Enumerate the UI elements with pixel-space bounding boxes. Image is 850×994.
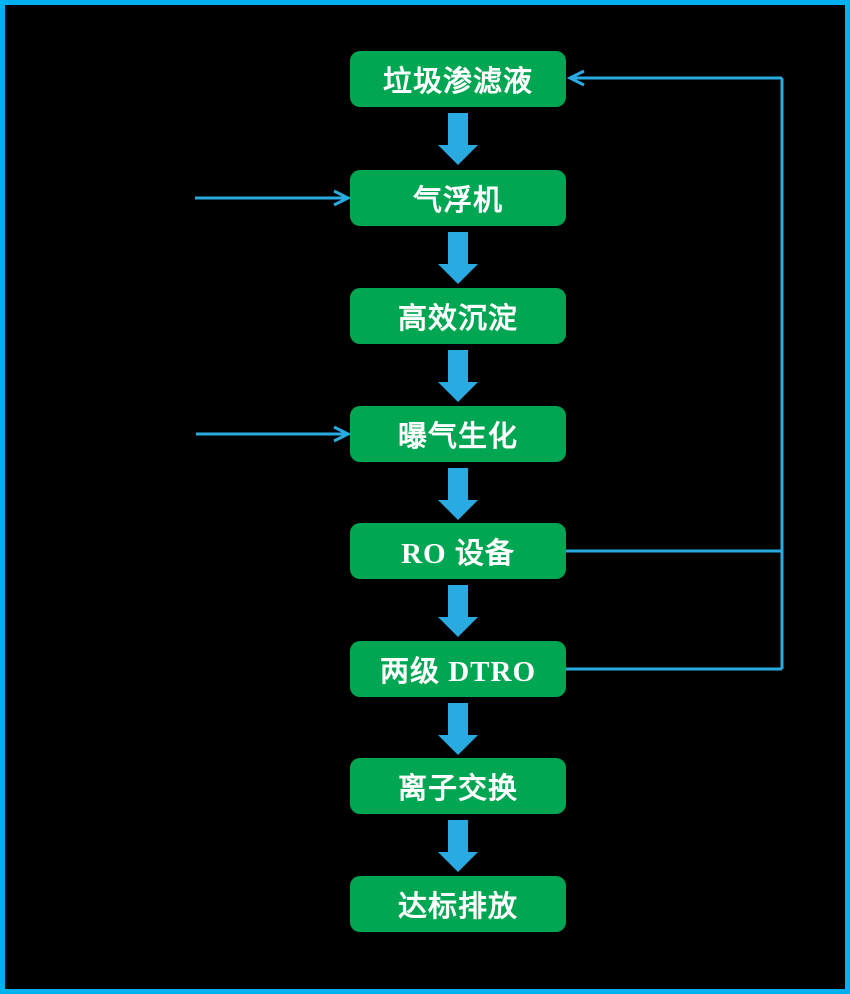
inflow-arrowhead-aeration: [333, 425, 352, 443]
down-arrow-7: [438, 820, 478, 872]
down-arrow-1: [438, 113, 478, 165]
node-ro-equipment: RO 设备: [350, 523, 566, 579]
node-leachate: 垃圾渗滤液: [350, 51, 566, 107]
down-arrow-2: [438, 232, 478, 284]
node-sedimentation: 高效沉淀: [350, 288, 566, 344]
node-sedimentation-label: 高效沉淀: [397, 303, 518, 335]
inflow-arrowhead-air-flotation: [333, 189, 352, 207]
down-arrow-3: [438, 350, 478, 402]
node-discharge-label: 达标排放: [397, 891, 518, 923]
node-ro-equipment-label: RO 设备: [401, 538, 515, 570]
node-ion-exchange: 离子交换: [350, 758, 566, 814]
node-air-flotation-label: 气浮机: [412, 185, 503, 217]
node-discharge: 达标排放: [350, 876, 566, 932]
node-leachate-label: 垃圾渗滤液: [382, 66, 533, 98]
node-aeration-label: 曝气生化: [397, 421, 518, 453]
node-ion-exchange-label: 离子交换: [397, 773, 518, 805]
down-arrow-5: [438, 585, 478, 637]
recycle-arrowhead-leachate: [566, 69, 585, 87]
node-aeration: 曝气生化: [350, 406, 566, 462]
node-air-flotation: 气浮机: [350, 170, 566, 226]
node-two-stage-dtro-label: 两级 DTRO: [379, 656, 537, 688]
down-arrow-4: [438, 468, 478, 520]
down-arrow-6: [438, 703, 478, 755]
node-two-stage-dtro: 两级 DTRO: [350, 641, 566, 697]
